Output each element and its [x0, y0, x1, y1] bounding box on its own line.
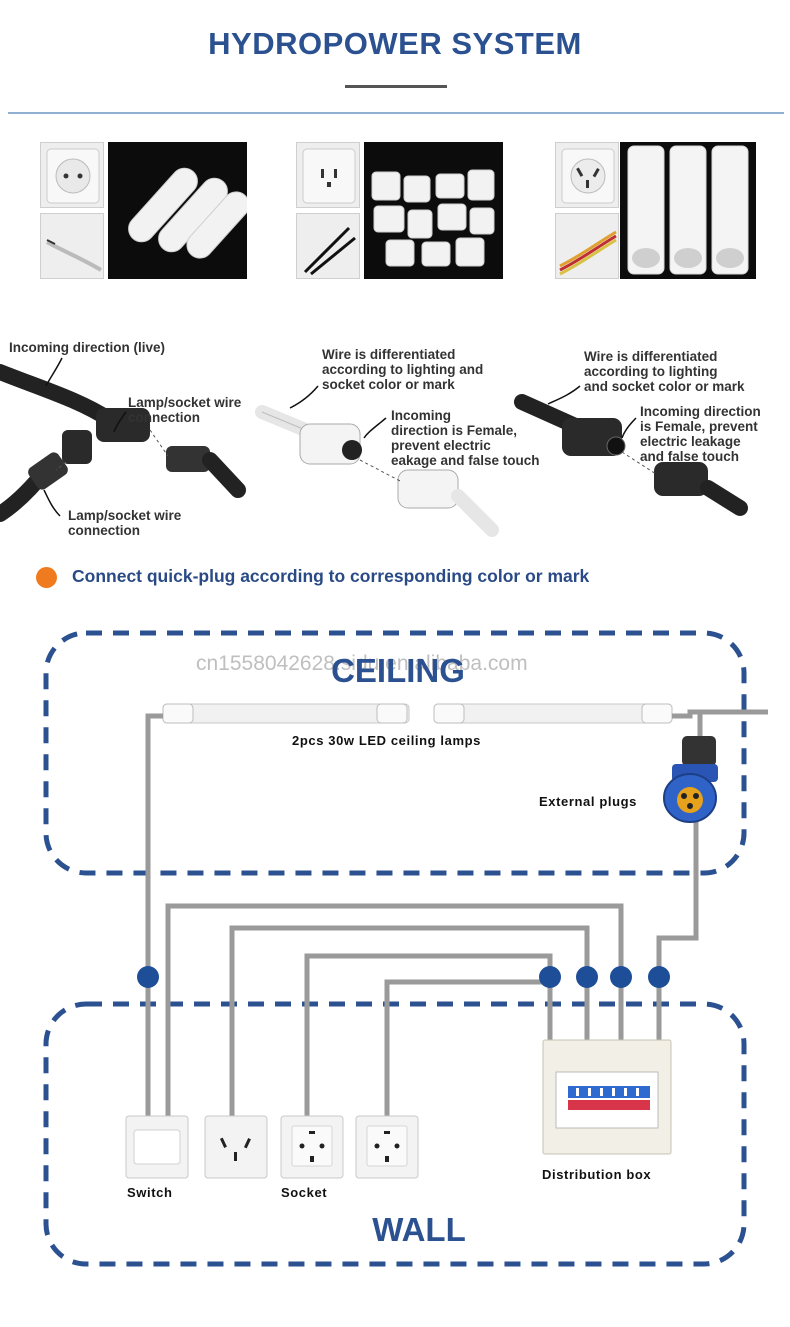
au-socket-photo — [555, 142, 619, 208]
pvc-pipe-straight-icon — [627, 145, 749, 275]
label-incoming-live: Incoming direction (live) — [9, 340, 166, 355]
us-socket-icon — [302, 148, 356, 204]
us-socket-photo — [296, 142, 360, 208]
socket-icon — [355, 1115, 419, 1179]
black-connector-icon — [514, 394, 748, 516]
t-connector-icon — [0, 364, 246, 522]
external-plugs-label: External plugs — [539, 794, 637, 809]
note-text: Connect quick-plug according to correspo… — [72, 566, 590, 586]
page-title: HYDROPOWER SYSTEM — [208, 26, 582, 61]
header-divider — [8, 112, 784, 114]
watermark: cn1558042628.sidu.en.alibaba.com — [196, 652, 528, 675]
switch-icon — [125, 1115, 189, 1179]
connector-illustrations — [0, 357, 748, 537]
ceiling-label: CEILING — [331, 652, 465, 689]
bullet-dot — [36, 567, 57, 588]
white-connector-icon — [255, 405, 499, 537]
label-lamp-socket-2: Lamp/socket wire connection — [68, 508, 182, 538]
ceiling-zone — [43, 630, 747, 876]
euro-socket-photo — [40, 142, 104, 208]
multicolor-wire-photo — [555, 213, 619, 279]
distribution-box-label: Distribution box — [542, 1167, 652, 1182]
junction-node — [576, 966, 598, 988]
label-lamp-socket-1: Lamp/socket wire connection — [128, 395, 242, 425]
external-plug-icon — [663, 736, 718, 823]
label-wire-differentiated-1: Wire is differentiated according to ligh… — [322, 347, 484, 392]
label-wire-differentiated-2: Wire is differentiated according to ligh… — [584, 349, 745, 394]
socket-icon — [280, 1115, 344, 1179]
lamps-label: 2pcs 30w LED ceiling lamps — [292, 733, 481, 748]
pvc-fittings-photo — [364, 142, 503, 279]
distribution-box-icon — [542, 1039, 672, 1155]
multicolor-wire-icon — [559, 230, 617, 276]
pvc-pipes-photo-2 — [620, 142, 756, 279]
junction-node — [648, 966, 670, 988]
junction-node — [610, 966, 632, 988]
wall-zone — [43, 1001, 747, 1267]
pvc-fitting-icon — [371, 169, 495, 267]
led-lamp-icon — [162, 703, 673, 724]
label-incoming-female-2: Incoming direction is Female, prevent el… — [640, 404, 761, 464]
label-incoming-female-1: Incoming direction is Female, prevent el… — [391, 408, 540, 468]
socket-label: Socket — [281, 1185, 328, 1200]
au-socket-icon — [561, 148, 615, 204]
wire-icon — [46, 239, 103, 272]
wall-label: WALL — [372, 1211, 466, 1248]
socket-icon — [204, 1115, 268, 1179]
switch-label: Switch — [127, 1185, 173, 1200]
pvc-pipe-icon — [128, 167, 247, 259]
euro-socket-icon — [46, 148, 100, 204]
black-wire-photo — [296, 213, 360, 279]
black-wire-icon — [303, 226, 356, 276]
junction-node — [137, 966, 159, 988]
pvc-pipes-photo-1 — [108, 142, 247, 279]
junction-node — [539, 966, 561, 988]
wire-photo-1 — [40, 213, 104, 279]
title-underline — [345, 85, 447, 88]
